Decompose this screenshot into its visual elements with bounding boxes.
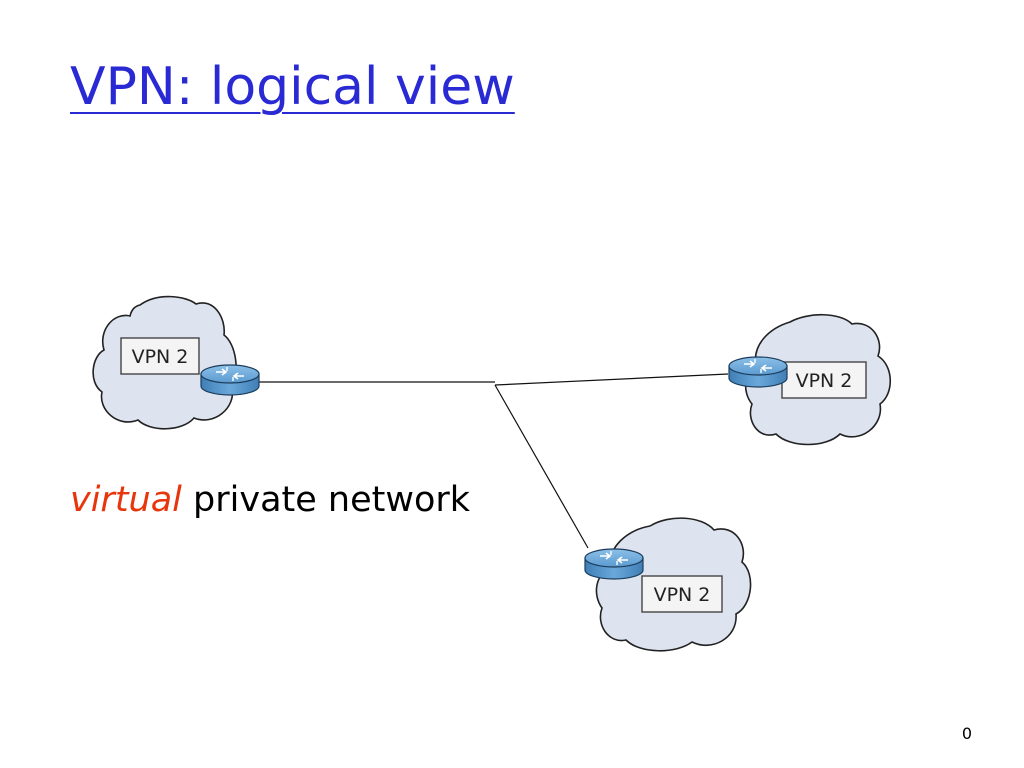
vpn-site-left: VPN 2 (92, 295, 260, 430)
site-label-box (641, 575, 723, 613)
diagram-caption: virtual private network (70, 478, 470, 522)
router-icon (728, 356, 788, 388)
caption-emphasis: virtual (70, 480, 182, 520)
site-label: VPN 2 (132, 346, 189, 368)
router-icon (200, 364, 260, 396)
link-segment-right (494, 373, 729, 386)
site-label: VPN 2 (654, 584, 711, 606)
router-icon (584, 548, 644, 580)
vpn-site-right: VPN 2 (728, 313, 891, 446)
vpn-site-bottom: VPN 2 (584, 517, 752, 652)
site-label: VPN 2 (796, 370, 853, 392)
link-segment-down (494, 384, 589, 549)
caption-rest: private network (181, 480, 471, 520)
site-label-box (120, 337, 200, 375)
page-number: 0 (961, 724, 972, 743)
slide-title: VPN: logical view (70, 57, 515, 117)
site-label-box (781, 361, 867, 399)
